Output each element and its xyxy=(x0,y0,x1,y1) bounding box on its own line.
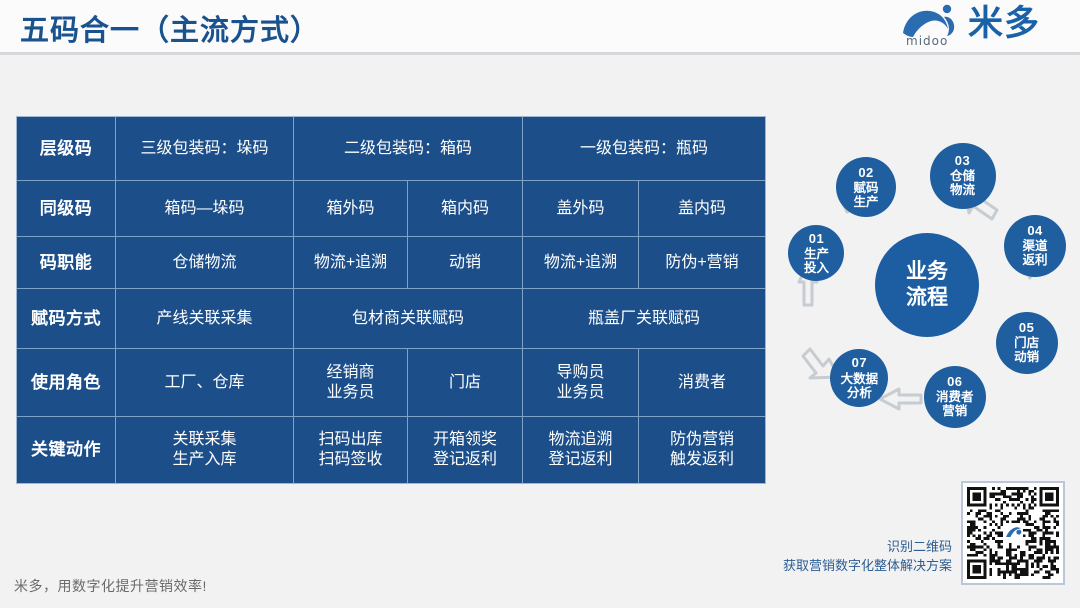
table-cell: 产线关联采集 xyxy=(116,289,294,349)
cycle-node-label: 仓储 物流 xyxy=(950,169,976,198)
table-cell: 开箱领奖 登记返利 xyxy=(408,417,523,483)
table-cell: 防伪营销 触发返利 xyxy=(669,431,734,468)
footer-slogan: 米多，用数字化提升营销效率! xyxy=(14,578,207,594)
cycle-node-label: 大数据 分析 xyxy=(840,371,879,400)
table-cell: 二级包装码：箱码 xyxy=(294,117,523,181)
table-cell: 工厂、仓库 xyxy=(116,349,294,417)
table-cell: 导购员 业务员 xyxy=(523,349,639,417)
table-cell: 仓储物流 xyxy=(116,237,294,289)
qr-caption-line2: 获取营销数字化整体解决方案 xyxy=(782,557,952,573)
table-cell: 扫码出库 扫码签收 xyxy=(294,417,408,483)
cycle-node-label: 渠道 返利 xyxy=(1022,239,1048,268)
slide-header: 五码合一（主流方式） midoo 米多 xyxy=(0,0,1080,52)
table-cell: 箱内码 xyxy=(408,181,523,237)
cycle-node-label: 生产 投入 xyxy=(803,247,829,276)
brand-logo: midoo 米多 xyxy=(900,2,1072,50)
table-cell: 物流+追溯 xyxy=(294,237,408,289)
header-divider xyxy=(0,52,1080,55)
table-cell: 防伪+营销 xyxy=(639,237,765,289)
table-cell: 关联采集 生产入库 xyxy=(116,417,294,483)
table-row-label: 赋码方式 xyxy=(17,289,116,349)
qr-caption-line1: 识别二维码 xyxy=(886,539,952,554)
cycle-node-label: 门店 动销 xyxy=(1014,336,1040,365)
table-cell: 盖外码 xyxy=(523,181,639,237)
table-cell: 物流追溯 登记返利 xyxy=(523,417,639,483)
table-cell: 包材商关联赋码 xyxy=(294,289,523,349)
bird-swoosh-icon xyxy=(903,4,955,37)
cycle-node-number: 07 xyxy=(851,355,868,371)
table-cell: 箱外码 xyxy=(294,181,408,237)
table-cell: 瓶盖厂关联赋码 xyxy=(523,289,765,349)
cycle-node-number: 04 xyxy=(1027,222,1043,238)
table-cell: 经销商 业务员 xyxy=(294,349,408,417)
table-cell: 消费者 xyxy=(639,349,765,417)
cycle-node-number: 03 xyxy=(954,152,971,168)
table-cell: 三级包装码：垛码 xyxy=(116,117,294,181)
table-row-label: 层级码 xyxy=(17,117,116,181)
logo-subtext: midoo xyxy=(906,34,949,48)
table-row-label: 使用角色 xyxy=(17,349,116,417)
cycle-node-number: 05 xyxy=(1018,319,1035,335)
cycle-node-number: 02 xyxy=(858,164,874,180)
table-cell: 箱码—垛码 xyxy=(116,181,294,237)
cycle-node-number: 06 xyxy=(947,373,963,389)
cycle-center: 业务 流程 xyxy=(875,233,979,337)
table-row-label: 同级码 xyxy=(17,181,116,237)
qr-caption: 识别二维码 获取营销数字化整体解决方案 xyxy=(760,538,952,576)
page-title: 五码合一（主流方式） xyxy=(20,15,321,47)
table-row-label: 码职能 xyxy=(17,237,116,289)
table-cell: 门店 xyxy=(408,349,523,417)
cycle-node-label: 消费者 营销 xyxy=(936,390,974,419)
table-cell: 一级包装码：瓶码 xyxy=(523,117,765,181)
qr-code[interactable] xyxy=(961,481,1065,585)
cycle-node-label: 赋码 生产 xyxy=(853,181,879,210)
table-cell: 盖内码 xyxy=(639,181,765,237)
cycle-node-number: 01 xyxy=(808,230,825,246)
table-cell: 动销 xyxy=(408,237,523,289)
table-cell: 物流+追溯 xyxy=(523,237,639,289)
five-code-table: 层级码三级包装码：垛码二级包装码：箱码一级包装码：瓶码同级码箱码—垛码箱外码箱内… xyxy=(16,116,766,484)
qr-code-icon xyxy=(967,487,1059,579)
table-row-label: 关键动作 xyxy=(17,417,116,483)
logo-wordmark: 米多 xyxy=(968,4,1041,43)
